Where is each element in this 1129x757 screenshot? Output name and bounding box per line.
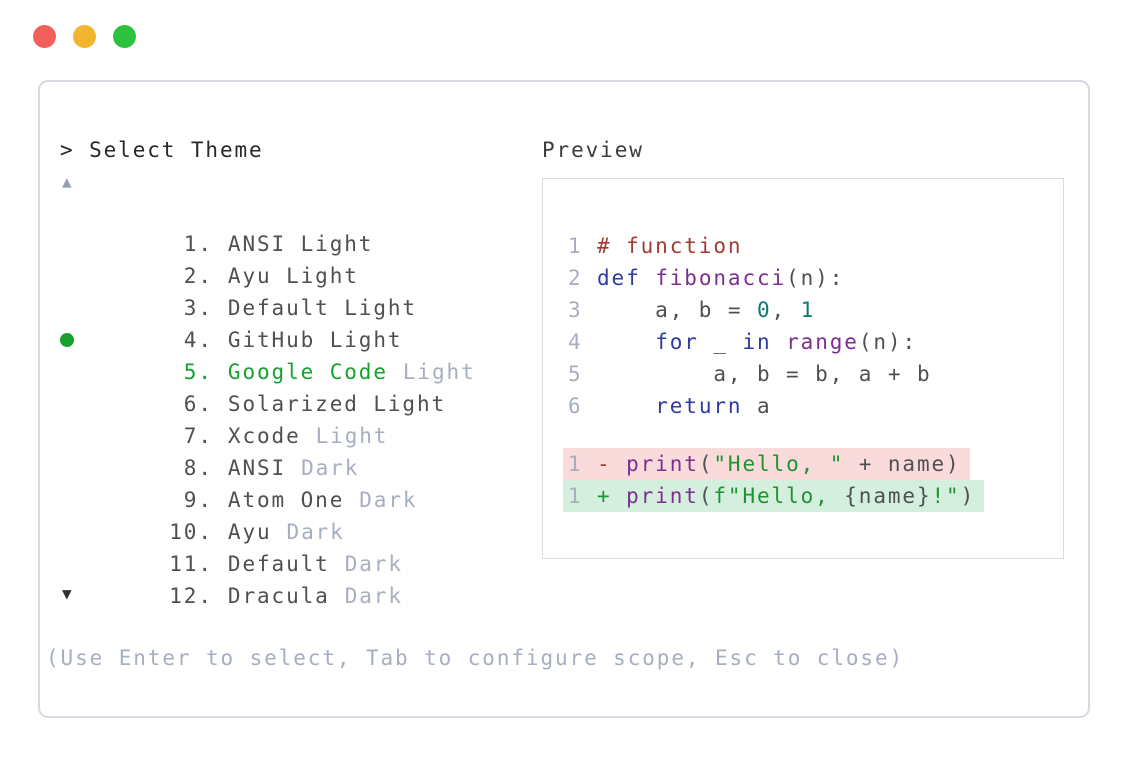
line-number: 1 xyxy=(568,484,583,508)
item-name: Atom One xyxy=(227,488,345,512)
select-theme-prompt: > Select Theme xyxy=(60,138,264,162)
theme-list-item[interactable]: 11. Default Dark xyxy=(82,516,403,576)
keyboard-hint: (Use Enter to select, Tab to configure s… xyxy=(46,646,905,670)
item-number: 11. xyxy=(169,552,213,576)
item-number: 1. xyxy=(169,232,213,256)
line-number: 6 xyxy=(568,394,583,418)
line-number: 4 xyxy=(568,330,583,354)
item-suffix: Light xyxy=(315,424,389,448)
item-suffix: Dark xyxy=(344,584,403,608)
item-number: 8. xyxy=(169,456,213,480)
item-suffix: Dark xyxy=(286,520,345,544)
item-name: Dracula xyxy=(227,584,330,608)
line-number: 5 xyxy=(568,362,583,386)
theme-list-item[interactable]: 7. Xcode Light xyxy=(82,388,388,448)
item-number: 5. xyxy=(169,360,213,384)
theme-list-item[interactable]: 9. Atom One Dark xyxy=(82,452,417,512)
scroll-down-icon[interactable]: ▼ xyxy=(62,584,72,603)
item-name: Google Code xyxy=(227,360,388,384)
item-number: 2. xyxy=(169,264,213,288)
theme-list-item[interactable]: 6. Solarized Light xyxy=(82,356,461,416)
scroll-up-icon[interactable]: ▲ xyxy=(62,172,72,191)
code-text: return a xyxy=(655,394,772,418)
item-number: 10. xyxy=(169,520,213,544)
code-line: 2 def fibonacci(n): xyxy=(568,262,844,294)
item-name: ANSI Light xyxy=(227,232,374,256)
item-number: 4. xyxy=(169,328,213,352)
code-line: 1 # function xyxy=(568,230,742,262)
code-text: a, b = b, a + b xyxy=(597,362,932,386)
code-text: # function xyxy=(597,234,743,258)
item-name: Ayu xyxy=(227,520,272,544)
window-controls xyxy=(33,25,136,48)
code-text: a, b = 0, 1 xyxy=(597,298,816,322)
item-number: 6. xyxy=(169,392,213,416)
diff-added-line: 1 + print(f"Hello, {name}!") xyxy=(563,480,985,512)
item-suffix: Dark xyxy=(344,552,403,576)
item-number: 7. xyxy=(169,424,213,448)
item-name: Default Light xyxy=(227,296,417,320)
theme-list-item[interactable]: 1. ANSI Light xyxy=(82,196,388,256)
item-number: 9. xyxy=(169,488,213,512)
item-suffix: Dark xyxy=(301,456,360,480)
code-line: 6 return a xyxy=(568,390,772,422)
code-text: - print("Hello, " + name) xyxy=(597,452,961,476)
selected-bullet-icon xyxy=(60,333,74,347)
theme-list-item-selected[interactable]: 5. Google Code Light xyxy=(60,324,476,384)
theme-picker-window: > Select Theme Preview ▲ 1. ANSI Light 2.… xyxy=(38,80,1090,718)
diff-removed-line: 1 - print("Hello, " + name) xyxy=(563,448,970,480)
theme-list-item[interactable]: 4. GitHub Light xyxy=(82,292,417,352)
code-line: 5 a, b = b, a + b xyxy=(568,358,932,390)
item-name: GitHub Light xyxy=(227,328,403,352)
code-line: 4 for _ in range(n): xyxy=(568,326,917,358)
item-name: Ayu Light xyxy=(227,264,359,288)
line-number: 2 xyxy=(568,266,583,290)
theme-list-item[interactable]: 8. ANSI Dark xyxy=(82,420,359,480)
code-text: def fibonacci(n): xyxy=(597,266,845,290)
code-line: 3 a, b = 0, 1 xyxy=(568,294,815,326)
code-text: for _ in range(n): xyxy=(655,330,918,354)
line-number: 3 xyxy=(568,298,583,322)
line-number: 1 xyxy=(568,452,583,476)
item-name: Default xyxy=(227,552,330,576)
code-text: + print(f"Hello, {name}!") xyxy=(597,484,976,508)
item-suffix: Dark xyxy=(359,488,418,512)
close-window-button[interactable] xyxy=(33,25,56,48)
code-preview-panel: 1 # function 2 def fibonacci(n): 3 a, b = … xyxy=(542,178,1064,559)
preview-heading: Preview xyxy=(542,138,644,162)
theme-list-item[interactable]: 2. Ayu Light xyxy=(82,228,374,288)
theme-list-item[interactable]: 3. Default Light xyxy=(82,260,432,320)
minimize-window-button[interactable] xyxy=(73,25,96,48)
item-name: ANSI xyxy=(227,456,287,480)
zoom-window-button[interactable] xyxy=(113,25,136,48)
item-number: 12. xyxy=(169,584,213,608)
item-number: 3. xyxy=(169,296,213,320)
item-name: Solarized Light xyxy=(227,392,447,416)
theme-list-item[interactable]: 10. Ayu Dark xyxy=(82,484,345,544)
item-suffix: Light xyxy=(402,360,476,384)
item-name: Xcode xyxy=(227,424,301,448)
theme-list-item[interactable]: 12. Dracula Dark xyxy=(82,548,403,608)
line-number: 1 xyxy=(568,234,583,258)
